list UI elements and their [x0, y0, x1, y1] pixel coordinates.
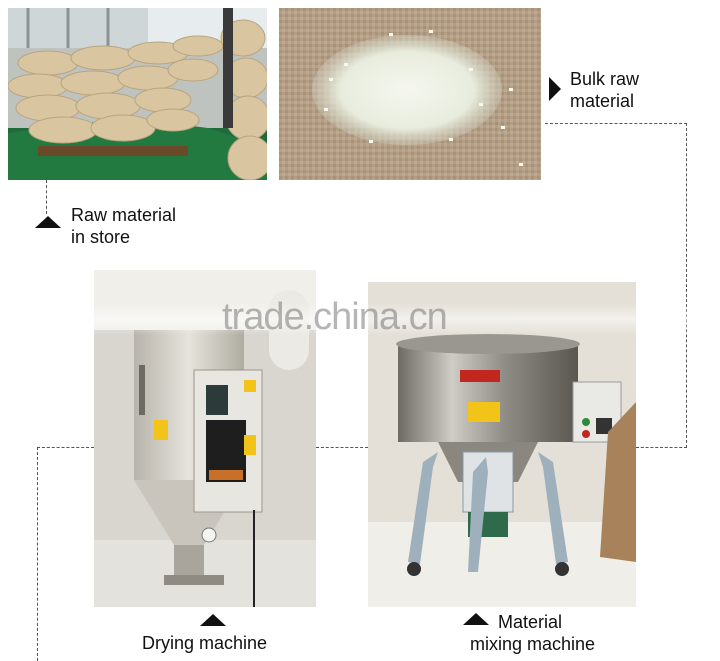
arrow-up-icon [463, 613, 489, 625]
connector-line [37, 447, 94, 448]
granules-photo [279, 8, 541, 180]
caption-store-line-1: Raw material [71, 205, 177, 225]
mixing-machine-photo [368, 282, 636, 607]
arrow-up-icon [35, 216, 61, 228]
caption-bulk-line-2: material [570, 91, 635, 111]
connector-line [46, 180, 47, 214]
connector-line [636, 447, 687, 448]
mixing-machine-image [368, 282, 636, 607]
caption-mixing-line-1: Material [498, 612, 563, 632]
connector-line [686, 123, 687, 448]
arrow-right-icon [549, 77, 561, 101]
caption-bulk-line-1: Bulk raw [570, 69, 640, 89]
arrow-up-icon [200, 614, 226, 626]
caption-material-mixing-machine: Material mixing machine [470, 611, 595, 655]
granules-image [279, 8, 541, 180]
watermark-text: trade.china.cn [222, 296, 448, 338]
caption-store-line-2: in store [71, 227, 131, 247]
caption-raw-material-in-store: Raw material in store [71, 204, 176, 248]
caption-drying-machine: Drying machine [142, 633, 268, 653]
watermark-band [0, 303, 720, 335]
caption-mixing-line-2: mixing machine [470, 634, 596, 654]
connector-line [316, 447, 368, 448]
caption-bulk-raw-material: Bulk raw material [570, 68, 639, 112]
warehouse-image [8, 8, 267, 180]
connector-line [37, 447, 38, 661]
connector-line [545, 123, 687, 124]
warehouse-photo [8, 8, 267, 180]
